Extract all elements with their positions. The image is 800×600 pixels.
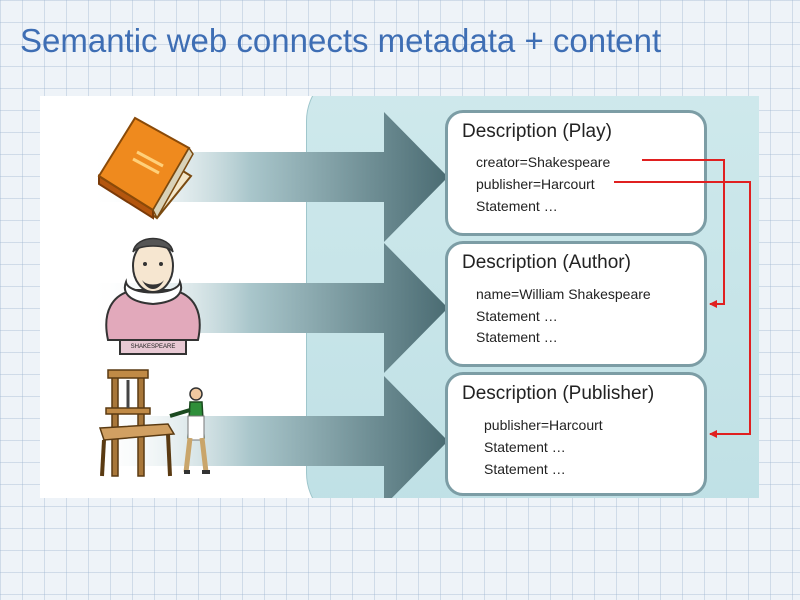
description-author: Description (Author) name=William Shakes… bbox=[445, 241, 707, 367]
description-play: Description (Play) creator=Shakespeare p… bbox=[445, 110, 707, 236]
description-author-title: Description (Author) bbox=[462, 252, 631, 273]
description-publisher-title: Description (Publisher) bbox=[462, 383, 655, 404]
description-author-line: Statement … bbox=[476, 329, 558, 345]
publisher-to-publisher-connector bbox=[614, 181, 751, 438]
description-publisher-line: Statement … bbox=[484, 461, 566, 477]
description-author-line: Statement … bbox=[476, 308, 558, 324]
description-publisher-line: publisher=Harcourt bbox=[484, 417, 603, 433]
description-publisher-line: Statement … bbox=[484, 439, 566, 455]
description-publisher: Description (Publisher) publisher=Harcou… bbox=[445, 372, 707, 496]
slide-title: Semantic web connects metadata + content bbox=[20, 22, 662, 59]
semantic-web-diagram: SHAKESPEARE Description (Play) creator=S… bbox=[40, 96, 759, 498]
book-icon bbox=[95, 114, 195, 229]
arrow-publisher bbox=[88, 376, 450, 498]
arrow-author bbox=[88, 243, 450, 373]
description-author-line: name=William Shakespeare bbox=[476, 286, 651, 302]
arrow-play bbox=[88, 112, 450, 242]
description-play-title: Description (Play) bbox=[462, 121, 612, 142]
description-play-line: publisher=Harcourt bbox=[476, 176, 595, 192]
reference-connectors bbox=[614, 159, 751, 438]
description-play-line: creator=Shakespeare bbox=[476, 154, 611, 170]
shakespeare-bust-icon: SHAKESPEARE bbox=[98, 232, 208, 365]
svg-text:SHAKESPEARE: SHAKESPEARE bbox=[131, 344, 176, 350]
creator-to-author-connector bbox=[642, 159, 725, 308]
description-play-line: Statement … bbox=[476, 198, 558, 214]
printing-press-icon bbox=[98, 368, 218, 491]
